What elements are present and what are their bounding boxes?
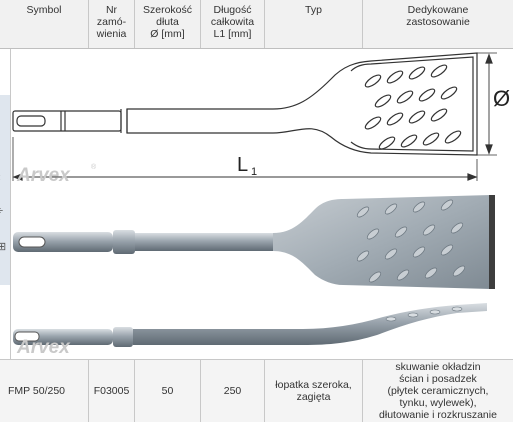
header-text: L1 [mm] bbox=[213, 28, 252, 40]
cell-width: 50 bbox=[134, 360, 200, 422]
cell-text: ścian i posadzek bbox=[399, 373, 477, 385]
header-text: zamó- bbox=[96, 16, 127, 28]
split-icon: ÷ bbox=[0, 205, 4, 217]
header-symbol: Symbol bbox=[0, 0, 88, 48]
header-use: Dedykowane zastosowanie bbox=[362, 0, 513, 48]
header-text: Nr bbox=[105, 4, 118, 16]
header-text: Szerokość bbox=[142, 4, 193, 16]
header-text: Dedykowane bbox=[407, 4, 469, 16]
header-width: Szerokość dłuta Ø [mm] bbox=[134, 0, 200, 48]
cell-text: zagięta bbox=[296, 391, 331, 403]
chisel-illustration: Ø L 1 Arvex ® bbox=[12, 52, 510, 358]
grid-icon: ⊞ bbox=[0, 241, 7, 253]
length-subscript: 1 bbox=[251, 166, 257, 178]
cell-order-no: F03005 bbox=[88, 360, 134, 422]
header-order-no: Nr zamó- wienia bbox=[88, 0, 134, 48]
cell-text: (płytek ceramicznych, bbox=[387, 385, 489, 397]
cell-symbol: FMP 50/250 bbox=[8, 385, 66, 397]
header-length: Długość całkowita L1 [mm] bbox=[200, 0, 264, 48]
brand-mark: ® bbox=[91, 163, 97, 171]
blade-slots bbox=[364, 64, 462, 150]
cell-text: dłutowanie i rozkruszanie bbox=[379, 409, 497, 421]
cell-length: 250 bbox=[200, 360, 264, 422]
cell-type: łopatka szeroka, zagięta bbox=[264, 360, 362, 422]
cell-use: skuwanie okładzin ścian i posadzek (płyt… bbox=[362, 360, 513, 422]
header-text: dłuta bbox=[156, 16, 179, 28]
brand-watermark: Arvex bbox=[16, 165, 71, 186]
chisel-photo-side bbox=[13, 303, 487, 347]
table-row: FMP 50/250 F03005 50 250 łopatka szeroka… bbox=[0, 359, 513, 422]
table-header: Symbol Nr zamó- wienia Szerokość dłuta Ø… bbox=[0, 0, 513, 49]
diameter-label: Ø bbox=[493, 86, 510, 111]
header-text: zastosowanie bbox=[406, 16, 470, 28]
brand-watermark-bottom: Arvex bbox=[16, 337, 71, 358]
cell-text: łopatka szeroka, bbox=[275, 379, 352, 391]
technical-drawing bbox=[12, 52, 497, 181]
cell-text: skuwanie okładzin bbox=[395, 361, 481, 373]
header-text: całkowita bbox=[210, 16, 255, 28]
header-type: Typ bbox=[264, 0, 362, 48]
header-text: Długość bbox=[213, 4, 252, 16]
header-text: Ø [mm] bbox=[150, 28, 185, 40]
header-text: Symbol bbox=[26, 4, 62, 16]
product-figure: Ø L 1 Arvex ® bbox=[10, 49, 513, 359]
length-label: L bbox=[237, 154, 248, 176]
chevron-icon: ‹ bbox=[0, 172, 1, 184]
cell-text: tynku, wylewek), bbox=[399, 397, 477, 409]
chisel-photo-top bbox=[13, 195, 495, 289]
left-side-panel bbox=[0, 95, 10, 285]
header-text: wienia bbox=[96, 28, 127, 40]
header-text: Typ bbox=[305, 4, 322, 16]
